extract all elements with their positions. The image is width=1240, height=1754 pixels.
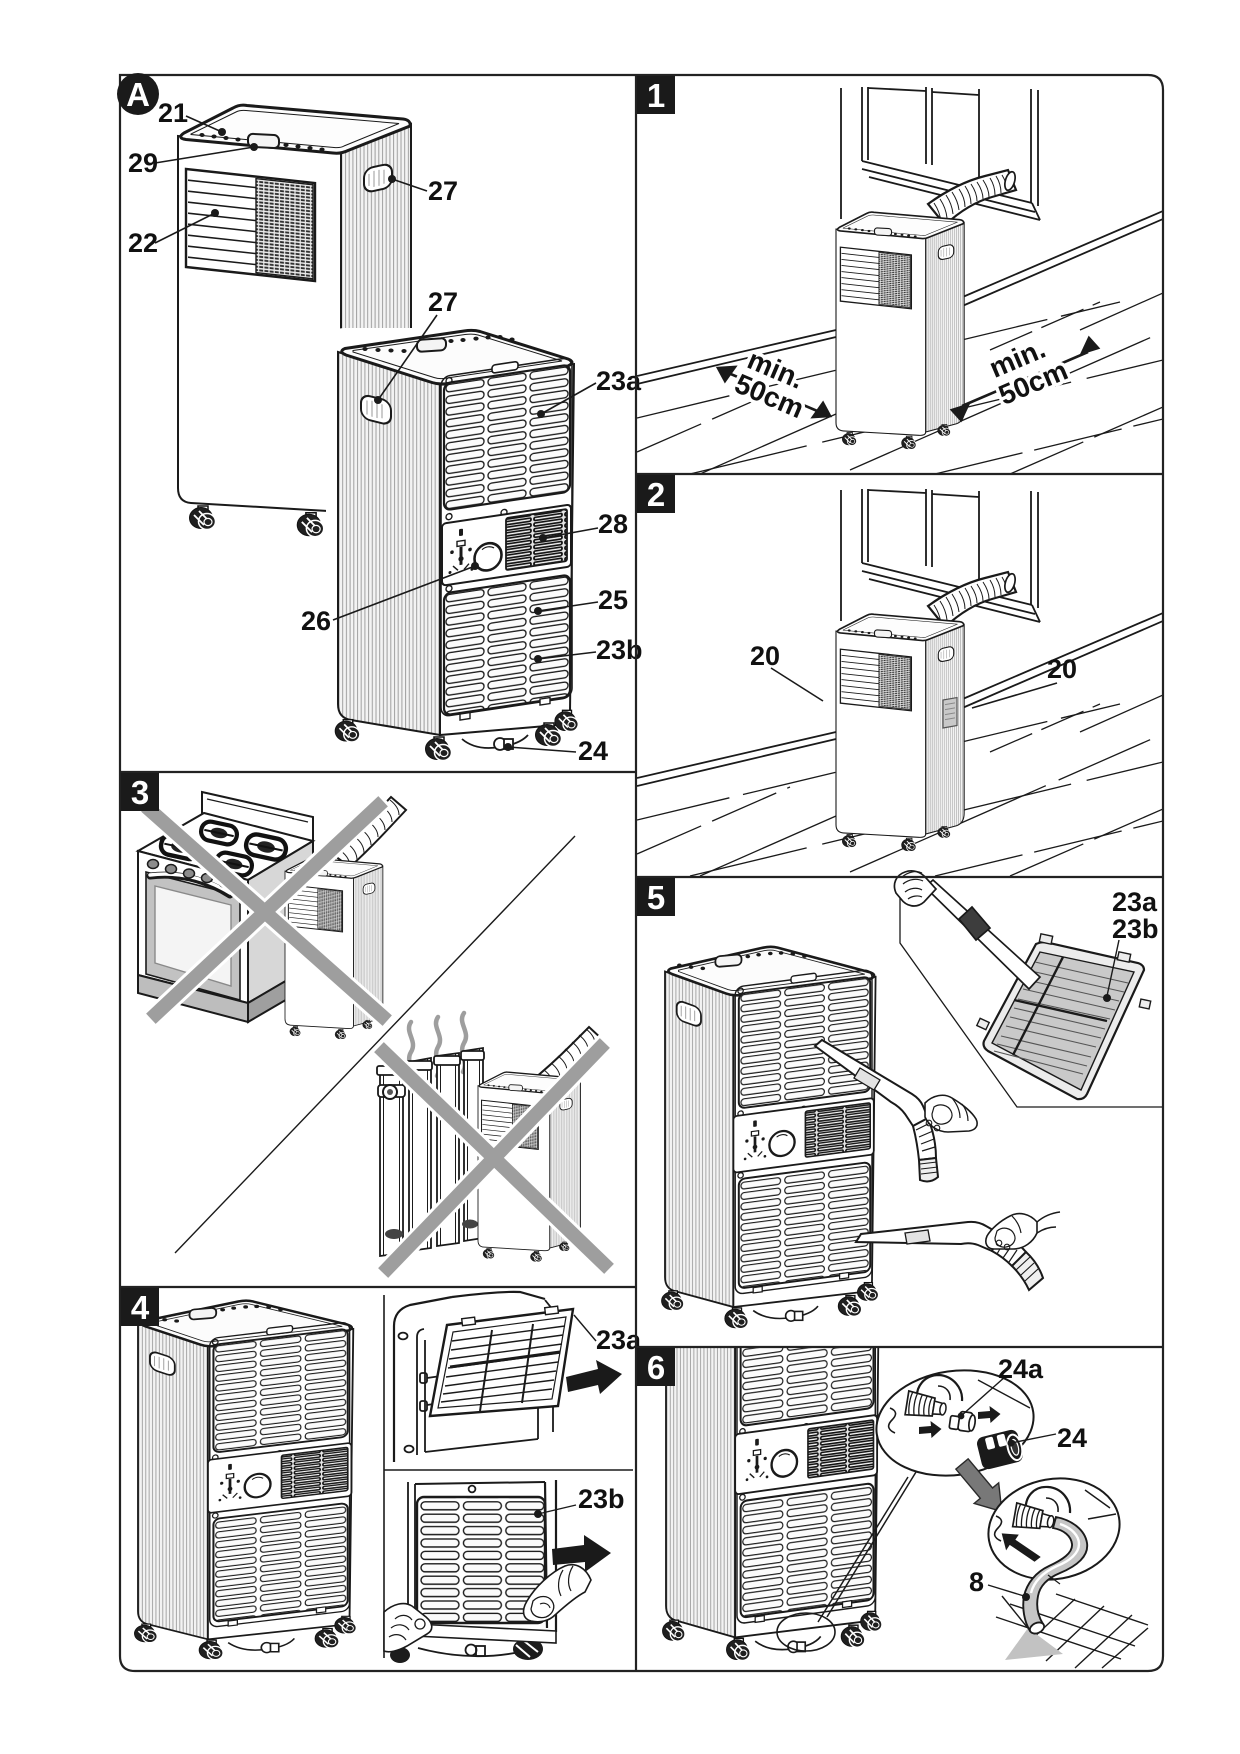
svg-text:23b: 23b [578, 1484, 625, 1514]
svg-text:23a: 23a [1112, 887, 1158, 917]
svg-text:A: A [126, 76, 150, 113]
svg-text:23b: 23b [1112, 914, 1159, 944]
svg-text:27: 27 [428, 176, 458, 206]
svg-text:4: 4 [131, 1289, 150, 1326]
svg-text:20: 20 [1047, 654, 1077, 684]
svg-text:1: 1 [647, 77, 665, 114]
svg-text:24a: 24a [998, 1354, 1044, 1384]
svg-text:3: 3 [131, 774, 149, 811]
svg-text:2: 2 [647, 476, 665, 513]
svg-text:20: 20 [750, 641, 780, 671]
svg-text:23b: 23b [596, 635, 643, 665]
svg-text:27: 27 [428, 287, 458, 317]
svg-text:29: 29 [128, 148, 158, 178]
svg-text:24: 24 [578, 736, 608, 766]
svg-text:25: 25 [598, 585, 628, 615]
svg-text:23a: 23a [596, 366, 642, 396]
svg-text:8: 8 [969, 1567, 984, 1597]
svg-text:6: 6 [647, 1349, 665, 1386]
svg-text:26: 26 [301, 606, 331, 636]
svg-text:22: 22 [128, 228, 158, 258]
svg-text:23a: 23a [596, 1325, 642, 1355]
svg-text:28: 28 [598, 509, 628, 539]
svg-text:24: 24 [1057, 1423, 1087, 1453]
svg-text:21: 21 [158, 98, 188, 128]
svg-text:5: 5 [647, 879, 665, 916]
